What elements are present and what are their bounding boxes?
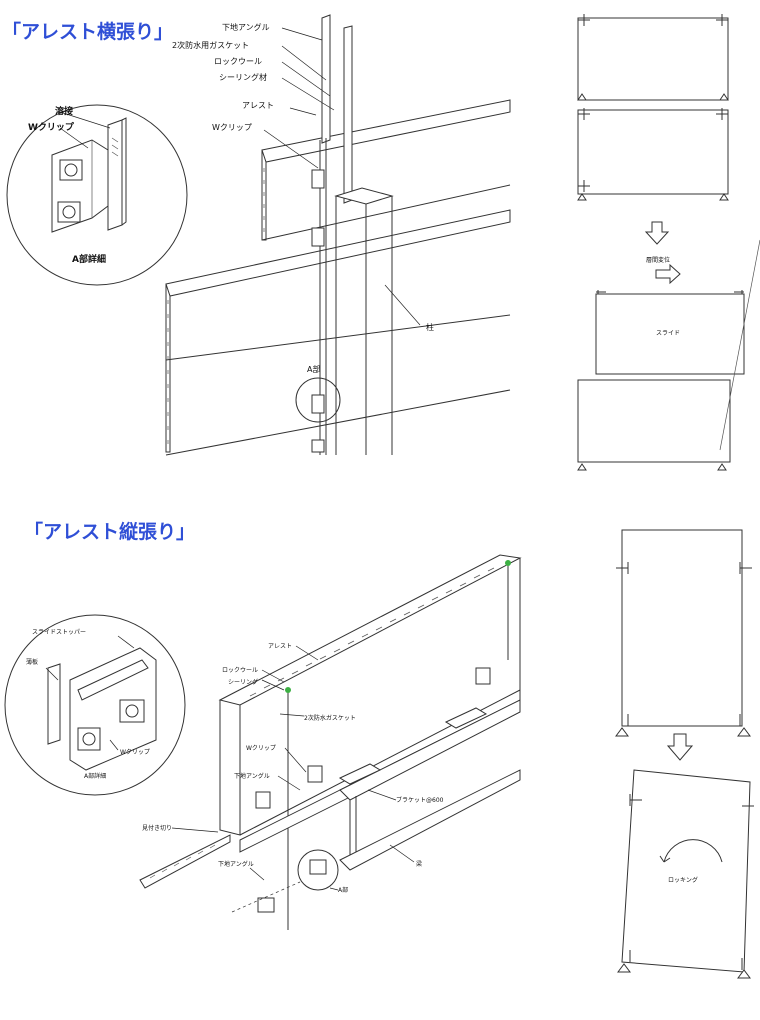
label-rocking: ロッキング [668, 876, 698, 884]
label-edge-cut: 見付き切り [142, 824, 172, 832]
vertical-motion-sketch: ロッキング [615, 529, 754, 979]
label-w-clip-detail-v: Wクリップ [120, 749, 150, 756]
label-part-a-h: A部 [307, 364, 320, 374]
detail-caption-horizontal: A部詳細 [72, 253, 106, 265]
label-gasket-v: 2次防水ガスケット [304, 714, 356, 722]
label-w-clip-h: Wクリップ [212, 123, 252, 132]
label-weld: 溶接 [55, 105, 73, 117]
part-a-marker-vertical [297, 849, 339, 891]
label-beam: 梁 [416, 860, 422, 868]
label-alest-h: アレスト [242, 101, 274, 110]
label-rock-wool-v: ロックウール [222, 666, 258, 674]
label-w-clip-detail: Wクリップ [28, 121, 75, 133]
horizontal-assembly: 下地アングル 2次防水用ガスケット ロックウール シーリング材 アレスト Wクリ… [165, 14, 511, 456]
detail-caption-vertical: A部詳細 [84, 772, 106, 780]
detail-a-horizontal: 溶接 Wクリップ A部詳細 [6, 104, 188, 286]
label-secondary-gasket-h: 2次防水用ガスケット [172, 40, 249, 50]
sealing-dot-2 [505, 560, 511, 566]
label-sealing-v: シーリング [228, 678, 258, 686]
top-panel-holes [249, 567, 495, 697]
label-base-angle-v: 下地アングル [234, 772, 270, 780]
label-column-h: 柱 [426, 322, 434, 332]
label-shim: 薄板 [26, 658, 38, 666]
label-rock-wool-h: ロックウール [214, 57, 262, 66]
label-w-clip-v: Wクリップ [246, 745, 276, 752]
label-interstory-displacement: 層間変位 [646, 256, 670, 264]
label-bracket: ブラケット@600 [396, 796, 444, 804]
bottom-panel-holes [149, 844, 216, 879]
label-slide-stopper: スライドストッパー [32, 629, 86, 636]
vertical-assembly: アレスト ロックウール シーリング 2次防水ガスケット Wクリップ 下地アングル… [139, 554, 522, 930]
sealing-dot-1 [285, 687, 291, 693]
part-a-marker-horizontal [295, 377, 341, 423]
label-alest-v: アレスト [268, 643, 292, 650]
horizontal-motion-sketch: 層間変位 スライド [577, 14, 760, 471]
detail-a-vertical: スライドストッパー 薄板 Wクリップ A部詳細 [4, 614, 186, 796]
label-part-a-v: A部 [338, 886, 348, 894]
label-sealing-h: シーリング材 [219, 72, 267, 82]
label-base-angle-lower: 下地アングル [218, 860, 254, 868]
label-slide: スライド [656, 330, 680, 337]
section-title-horizontal: 「アレスト横張り」 [2, 20, 173, 43]
label-base-angle-h: 下地アングル [222, 22, 270, 32]
section-title-vertical: 「アレスト縦張り」 [24, 520, 195, 543]
